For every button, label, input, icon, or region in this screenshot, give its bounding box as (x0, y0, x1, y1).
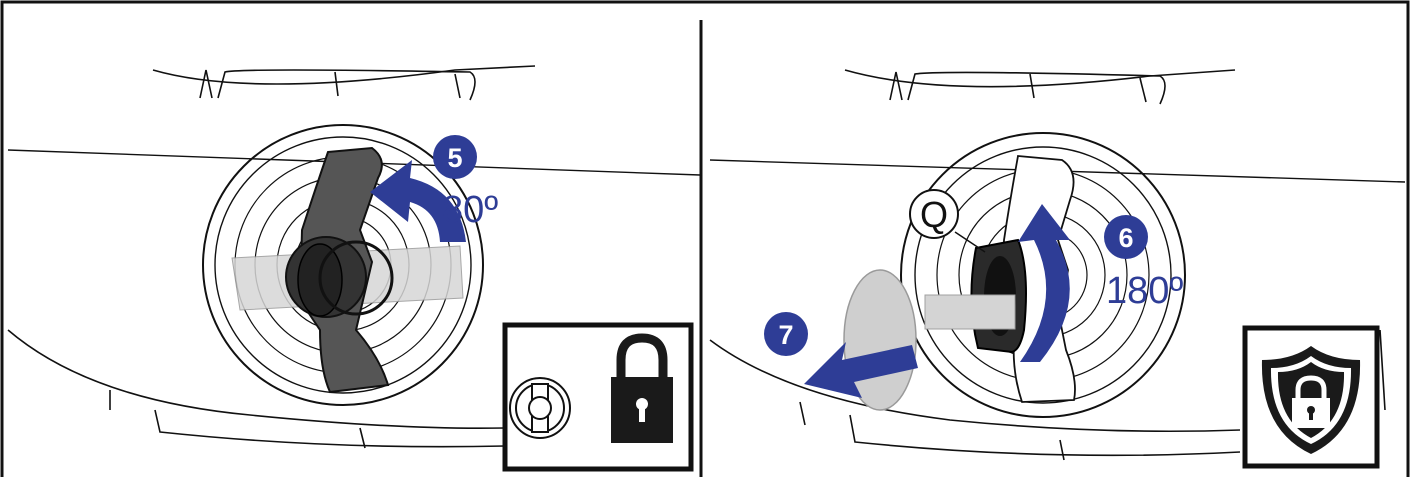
angle-80-label: 80º (442, 189, 498, 231)
angle-180-label: 180º (1106, 270, 1183, 312)
step-6-label: 6 (1118, 223, 1133, 253)
q-leader-line (955, 232, 985, 252)
right-handle-outline (845, 70, 1235, 104)
right-status-badge (1245, 328, 1377, 466)
step-5-label: 5 (447, 143, 462, 173)
part-q-label: Q (920, 194, 948, 235)
left-status-badge (505, 325, 691, 469)
left-body-bottom (8, 330, 505, 448)
left-panel: 5 80º (8, 66, 700, 469)
right-panel: Q 6 180º 7 (710, 70, 1405, 466)
left-handle-outline (153, 66, 535, 100)
step-7-label: 7 (778, 320, 793, 350)
ghost-key-shaft (925, 295, 1015, 329)
